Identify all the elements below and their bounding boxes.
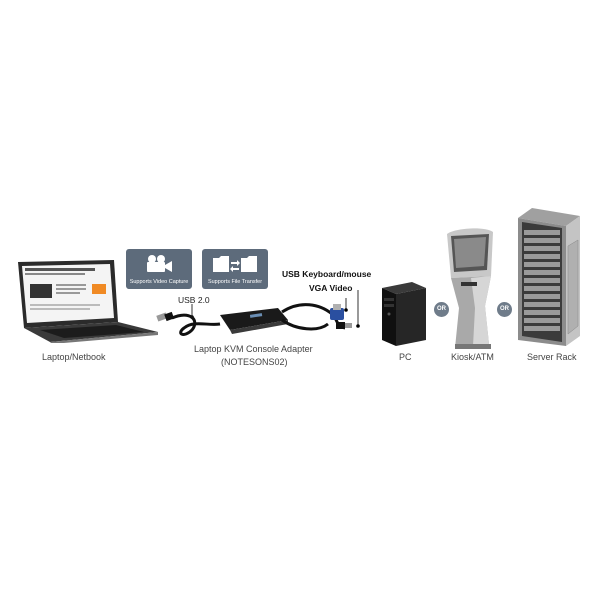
adapter-name-label: Laptop KVM Console Adapter: [194, 344, 313, 354]
folder-transfer-icon: [213, 256, 257, 272]
kiosk-label: Kiosk/ATM: [451, 352, 494, 362]
or-separator-2: OR: [497, 302, 512, 317]
pc-tower-illustration: [378, 280, 428, 346]
or-separator-1: OR: [434, 302, 449, 317]
video-capture-text: Supports Video Capture: [129, 279, 189, 285]
cable-diagram: [156, 290, 360, 336]
video-capture-badge: Supports Video Capture: [126, 249, 192, 289]
server-rack-label: Server Rack: [527, 352, 577, 362]
kiosk-illustration: [445, 226, 497, 350]
usb2-label: USB 2.0: [178, 295, 210, 305]
vga-video-label: VGA Video: [309, 283, 353, 293]
laptop-illustration: [10, 258, 160, 344]
adapter-model-label: (NOTESONS02): [221, 357, 288, 367]
video-camera-icon: [147, 255, 172, 272]
file-transfer-badge: Supports File Transfer: [202, 249, 268, 289]
server-rack-illustration: [512, 206, 584, 350]
file-transfer-text: Supports File Transfer: [207, 279, 263, 285]
pc-label: PC: [399, 352, 412, 362]
usb-keyboard-mouse-label: USB Keyboard/mouse: [282, 269, 372, 279]
laptop-label: Laptop/Netbook: [42, 352, 106, 362]
